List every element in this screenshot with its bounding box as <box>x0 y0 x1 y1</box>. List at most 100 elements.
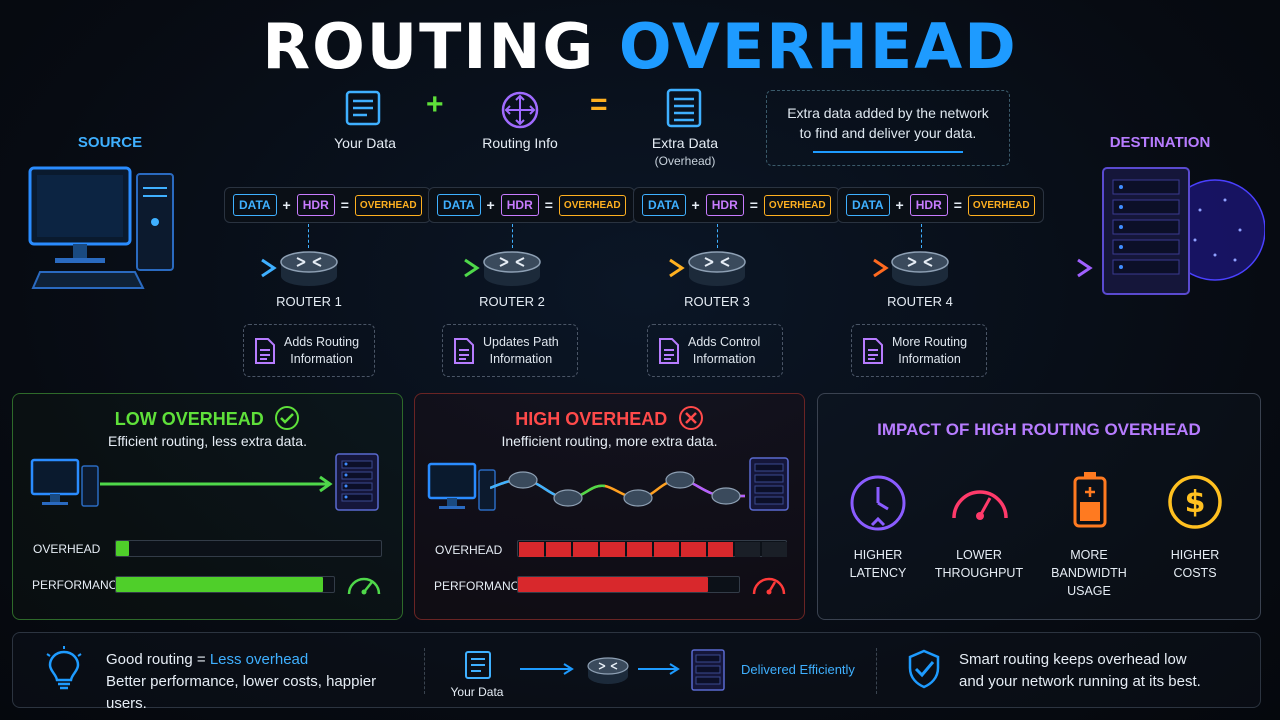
packet-hdr: HDR <box>296 194 335 216</box>
your-data-label: Your Data <box>334 135 396 151</box>
document-icon <box>659 337 679 364</box>
low-overhead-heading: LOW OVERHEAD <box>114 409 264 429</box>
impact-panel <box>817 393 1261 620</box>
arrow-right-icon <box>520 663 574 675</box>
packet-data: DATA <box>846 194 890 216</box>
source-computer-icon <box>25 160 180 300</box>
low-overhead-bar <box>115 540 382 557</box>
low-overhead-bar-fill <box>116 541 130 556</box>
router-icon <box>665 471 695 489</box>
footer-panel <box>12 632 1261 708</box>
packet-data: DATA <box>437 194 481 216</box>
x-circle-icon <box>678 406 703 430</box>
low-overhead-header: LOW OVERHEAD <box>12 405 403 431</box>
svg-text:$: $ <box>1185 485 1206 520</box>
router-compass-icon <box>500 90 540 130</box>
overhead-segment <box>519 542 544 557</box>
lightbulb-icon <box>44 646 84 692</box>
overhead-segment <box>600 542 625 557</box>
packet-overhead: OVERHEAD <box>354 194 422 216</box>
routing-info-label: Routing Info <box>482 135 558 151</box>
router-icon <box>508 471 538 489</box>
equals-sign: = <box>590 88 608 121</box>
packet-overhead: OVERHEAD <box>763 194 831 216</box>
low-performance-bar-label: PERFORMANCE <box>32 578 126 592</box>
packet-data: DATA <box>233 194 277 216</box>
overhead-segment <box>654 542 679 557</box>
router1-name: ROUTER 1 <box>276 294 342 309</box>
extra-data-sub: (Overhead) <box>654 154 716 168</box>
overhead-segment <box>762 542 787 557</box>
footer-your-data: Your Data <box>450 685 504 699</box>
page-title: ROUTING OVERHEAD <box>0 10 1280 83</box>
packet-hdr: HDR <box>909 194 948 216</box>
high-overhead-bar <box>517 540 787 557</box>
router3-name: ROUTER 3 <box>684 294 750 309</box>
low-overhead-sub: Efficient routing, less extra data. <box>108 433 307 449</box>
router-icon <box>623 489 653 507</box>
destination-server-icon <box>1095 160 1266 300</box>
high-overhead-bar-label: OVERHEAD <box>435 543 503 557</box>
shield-check-icon <box>906 648 942 690</box>
title-part2: OVERHEAD <box>618 10 1018 83</box>
overhead-segment <box>546 542 571 557</box>
clock-icon <box>848 473 908 533</box>
winding-route <box>490 471 745 507</box>
document-icon <box>454 337 474 364</box>
router4-connector <box>921 224 922 248</box>
router4-icon <box>890 248 950 288</box>
router1-packet: DATA + HDR = OVERHEAD <box>224 187 431 223</box>
low-performance-bar <box>115 576 335 593</box>
overhead-segment <box>708 542 733 557</box>
router3-packet: DATA + HDR = OVERHEAD <box>633 187 840 223</box>
destination-label: DESTINATION <box>1109 134 1211 151</box>
note-underline <box>813 151 963 153</box>
high-overhead-bar-segments <box>519 542 787 557</box>
high-performance-bar-fill <box>518 577 709 592</box>
route-path <box>180 258 1093 278</box>
router3-icon <box>687 248 747 288</box>
server-icon <box>690 648 726 692</box>
document-icon <box>464 650 492 680</box>
stacked-document-icon <box>666 88 702 128</box>
document-icon <box>255 337 275 364</box>
router1-connector <box>308 224 309 248</box>
arrow-right-icon <box>638 663 680 675</box>
footer-delivered: Delivered Efficiently <box>741 662 855 677</box>
check-circle-icon <box>275 406 300 430</box>
router-icon <box>553 489 583 507</box>
packet-hdr: HDR <box>500 194 539 216</box>
router4-name: ROUTER 4 <box>887 294 953 309</box>
router4-packet: DATA + HDR = OVERHEAD <box>837 187 1044 223</box>
high-performance-bar-label: PERFORMANCE <box>434 579 528 593</box>
low-overhead-bar-label: OVERHEAD <box>33 542 101 556</box>
overhead-segment <box>735 542 760 557</box>
computer-icon <box>427 460 497 514</box>
router2-name: ROUTER 2 <box>479 294 545 309</box>
high-overhead-heading: HIGH OVERHEAD <box>515 409 668 429</box>
title-part1: ROUTING <box>262 10 596 83</box>
footer-divider <box>876 648 877 694</box>
plus-sign: + <box>426 88 444 121</box>
packet-overhead: OVERHEAD <box>967 194 1035 216</box>
high-performance-bar <box>517 576 740 593</box>
document-icon <box>863 337 883 364</box>
source-label: SOURCE <box>77 134 143 151</box>
overhead-segment <box>627 542 652 557</box>
server-icon <box>748 456 790 512</box>
direct-route-arrow <box>100 475 333 493</box>
overhead-segment <box>573 542 598 557</box>
packet-overhead: OVERHEAD <box>558 194 626 216</box>
battery-icon <box>1072 470 1108 530</box>
router3-connector <box>717 224 718 248</box>
router2-icon <box>482 248 542 288</box>
server-icon <box>334 452 380 512</box>
computer-icon <box>30 456 100 510</box>
footer-divider <box>424 648 425 694</box>
speedometer-icon <box>345 570 383 598</box>
